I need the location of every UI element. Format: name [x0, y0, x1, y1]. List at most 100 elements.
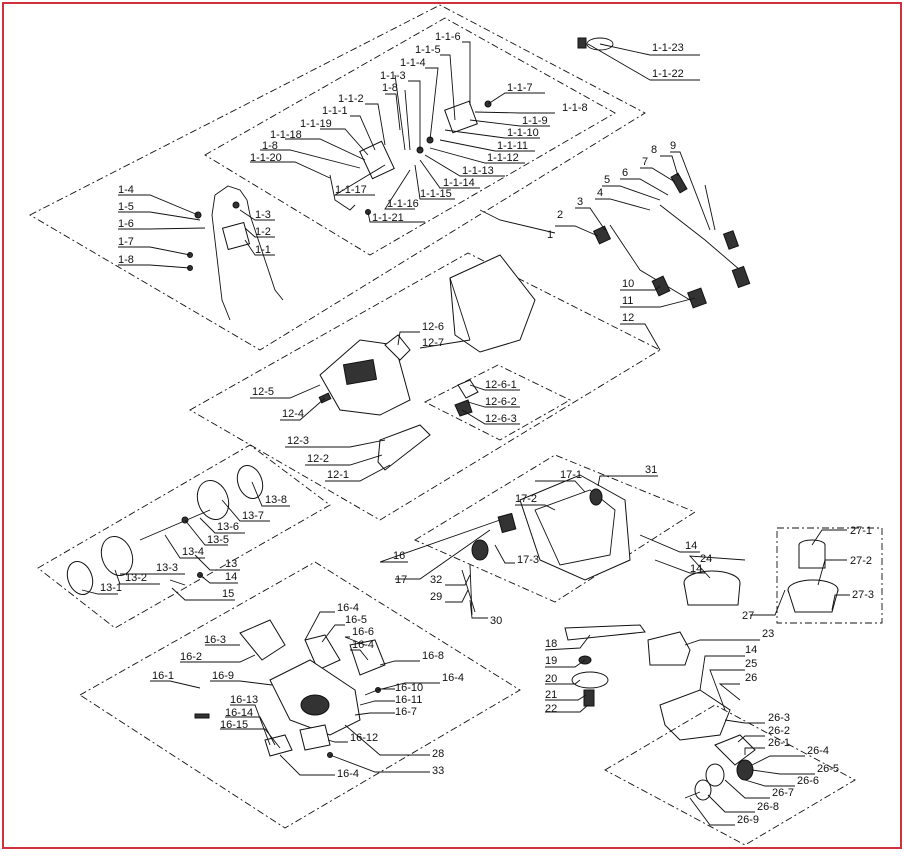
label: 6: [622, 167, 628, 179]
label: 17-3: [517, 554, 539, 566]
label: 1-1-16: [387, 198, 419, 210]
label: 16-10: [395, 682, 423, 694]
label: 1-4: [118, 184, 134, 196]
label: 17-2: [515, 493, 537, 505]
label: 1-1-5: [415, 44, 441, 56]
label: 1-1-23: [652, 42, 684, 54]
label: 20: [545, 673, 557, 685]
label: 16-2: [180, 651, 202, 663]
label: 14: [690, 563, 702, 575]
label: 12-7: [422, 337, 444, 349]
group-16-outline: [79, 561, 521, 829]
label: 26-3: [768, 712, 790, 724]
housing: [194, 619, 386, 758]
label: 15: [222, 588, 234, 600]
group-1-1-outline: [204, 17, 616, 256]
label: 12-6-2: [485, 396, 517, 408]
label: 22: [545, 703, 557, 715]
wheels: [66, 465, 264, 595]
label: 30: [490, 615, 502, 627]
label: 8: [651, 144, 657, 156]
label: 13-1: [100, 582, 122, 594]
control-box: [329, 74, 492, 215]
label: 16-4: [337, 768, 359, 780]
label: 26: [745, 672, 757, 684]
label: 1-1-2: [338, 93, 364, 105]
label: 14: [685, 540, 697, 552]
label: 1-1-1: [322, 105, 348, 117]
motor-housing: [683, 570, 741, 606]
label: 13-2: [125, 572, 147, 584]
label: 1-1-3: [380, 70, 406, 82]
label: 5: [604, 174, 610, 186]
label: 12-3: [287, 435, 309, 447]
label: 27-1: [850, 525, 872, 537]
label: 1-1-8: [562, 102, 588, 114]
label: 18: [545, 638, 557, 650]
label: 1-8: [262, 140, 278, 152]
label: 13-6: [217, 521, 239, 533]
label: 1-1-18: [270, 129, 302, 141]
label: 16-12: [350, 732, 378, 744]
grass-box-top: [318, 334, 479, 471]
label: 1: [547, 229, 553, 241]
label: 33: [432, 765, 444, 777]
label: 14: [225, 571, 237, 583]
lower-cover: [659, 689, 731, 741]
label: 1-6: [118, 218, 134, 230]
label: 16-4: [442, 672, 464, 684]
label: 1-1-7: [507, 82, 533, 94]
label: 16-4: [337, 602, 359, 614]
label: 1-1-10: [507, 127, 539, 139]
label: 1-1-15: [420, 188, 452, 200]
label: 1-1-20: [250, 152, 282, 164]
group-12-6-outline: [424, 364, 571, 441]
label: 16-1: [152, 670, 174, 682]
label: 13-8: [265, 494, 287, 506]
label: 1-1-17: [335, 184, 367, 196]
label: 26-7: [772, 787, 794, 799]
part-labels: 1-1-23 1-1-22 1-1-6 1-1-5 1-1-4 1-1-3 1-…: [100, 31, 874, 826]
label: 21: [545, 689, 557, 701]
label: 26-5: [817, 763, 839, 775]
label: 29: [430, 591, 442, 603]
label: 31: [645, 464, 657, 476]
group-27-outline: [776, 527, 883, 624]
label: 25: [745, 658, 757, 670]
label: 26-6: [797, 775, 819, 787]
label: 19: [545, 655, 557, 667]
label: 1-1-9: [522, 115, 548, 127]
label: 26-4: [807, 745, 829, 757]
label: 1-1-21: [372, 212, 404, 224]
label: 1-1-12: [487, 152, 519, 164]
label: 16-7: [395, 706, 417, 718]
label: 16-14: [225, 707, 253, 719]
lower-handle: [592, 172, 751, 309]
label: 16-8: [422, 650, 444, 662]
label: 7: [642, 156, 648, 168]
label: 10: [622, 278, 634, 290]
label: 16: [393, 550, 405, 562]
group-12-outline: [189, 252, 661, 521]
label: 12-4: [282, 408, 304, 420]
label: 17: [395, 574, 407, 586]
label: 12-6-1: [485, 379, 517, 391]
label: 12-2: [307, 453, 329, 465]
label: 27-3: [852, 589, 874, 601]
label: 1-1-6: [435, 31, 461, 43]
label: 16-5: [345, 614, 367, 626]
leader-lines: [81, 41, 850, 826]
label: 1-3: [255, 209, 271, 221]
label: 12-6: [422, 321, 444, 333]
label: 4: [597, 187, 603, 199]
label: 13-7: [242, 510, 264, 522]
label: 17-1: [560, 469, 582, 481]
label: 32: [430, 574, 442, 586]
label: 27: [742, 610, 754, 622]
label: 23: [762, 628, 774, 640]
label: 1-1-22: [652, 68, 684, 80]
label: 16-11: [395, 694, 422, 706]
label: 12-5: [252, 386, 274, 398]
